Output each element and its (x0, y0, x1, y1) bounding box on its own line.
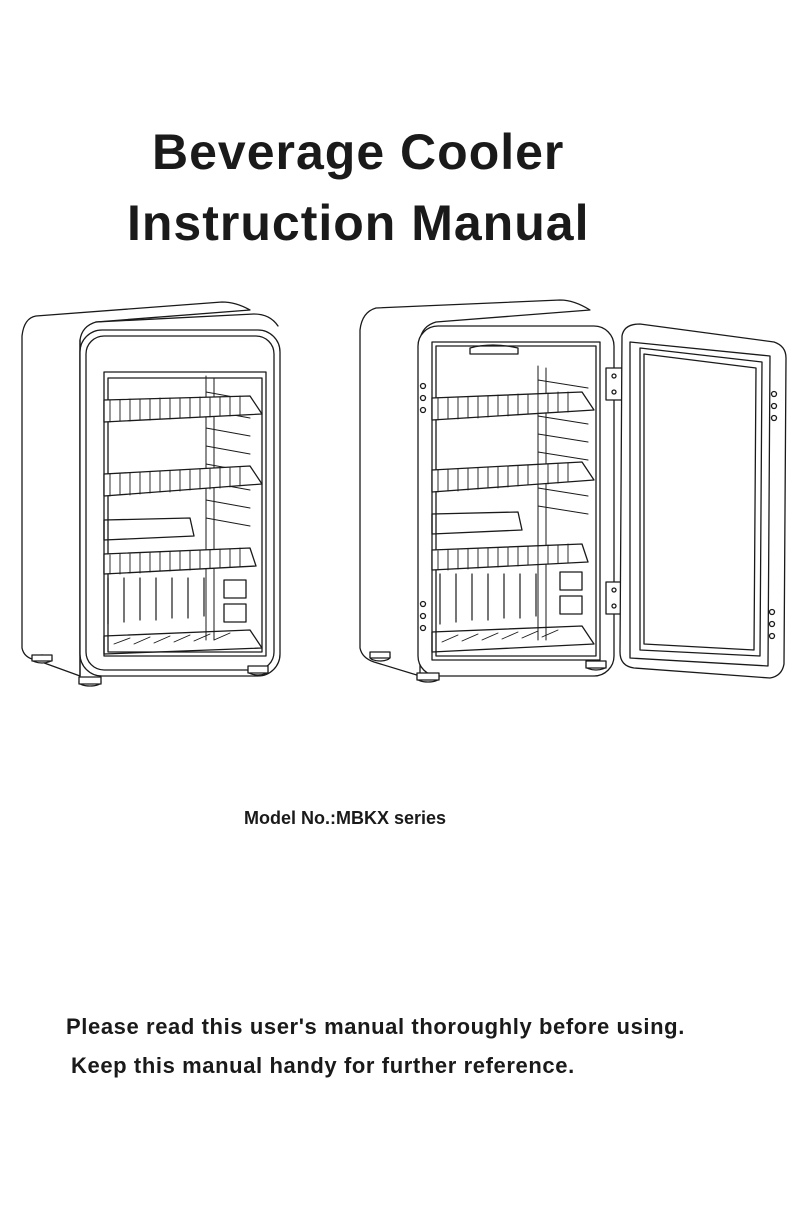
model-number: Model No.:MBKX series (244, 808, 447, 828)
document-title-line-1: Beverage Cooler (152, 124, 565, 180)
product-illustration (21, 299, 787, 687)
closed-cooler-drawing (21, 301, 281, 687)
instruction-note-keep-manual: Keep this manual handy for further refer… (71, 1053, 575, 1078)
open-cooler-drawing (359, 299, 787, 683)
document-title-line-2: Instruction Manual (127, 195, 590, 251)
instruction-note-read-manual: Please read this user's manual thoroughl… (66, 1014, 685, 1039)
